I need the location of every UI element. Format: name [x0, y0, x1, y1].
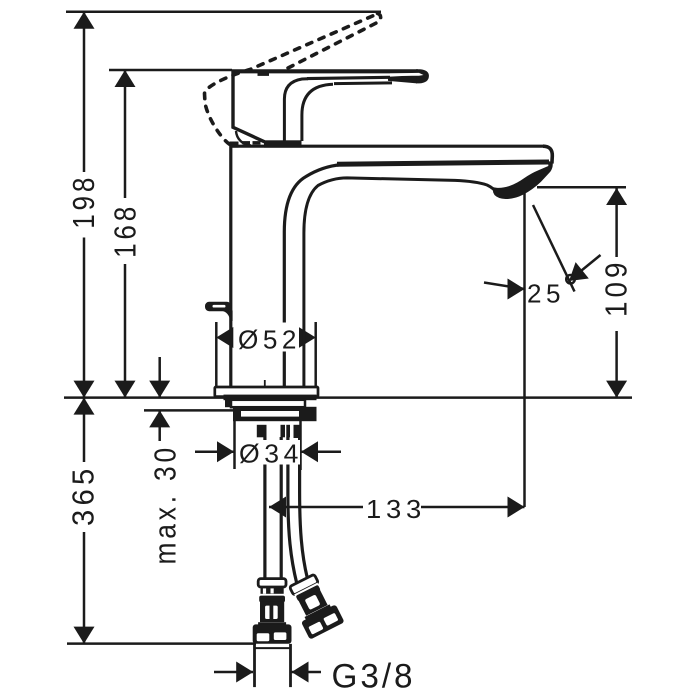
svg-text:133: 133 — [366, 494, 426, 524]
svg-text:Ø52: Ø52 — [238, 325, 301, 355]
svg-text:25: 25 — [527, 279, 565, 309]
svg-text:198: 198 — [66, 174, 101, 229]
svg-text:365: 365 — [66, 465, 101, 527]
svg-text:Ø34: Ø34 — [239, 439, 303, 469]
svg-text:G3/8: G3/8 — [332, 658, 416, 696]
svg-text:109: 109 — [599, 259, 634, 318]
svg-text:168: 168 — [108, 203, 143, 258]
svg-text:max. 30: max. 30 — [148, 444, 183, 565]
